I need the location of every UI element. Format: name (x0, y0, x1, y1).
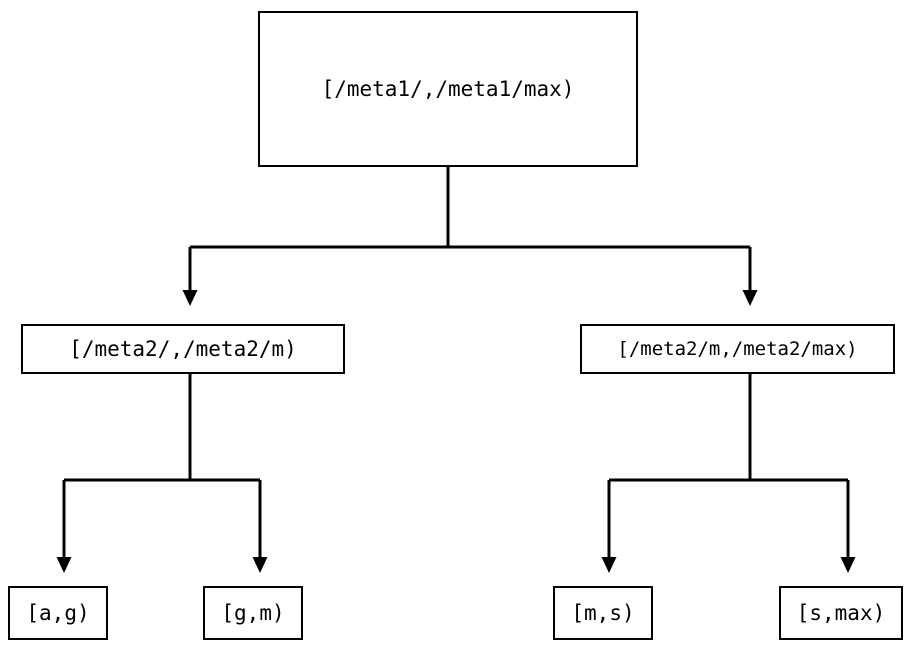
node-leaf-g-m[interactable]: [g,m) (203, 586, 303, 640)
node-root[interactable]: [/meta1/,/meta1/max) (258, 11, 638, 167)
connector-root-arrowhead-right (742, 290, 758, 306)
node-label-mid-left: [/meta2/,/meta2/m) (69, 336, 297, 361)
node-mid-left[interactable]: [/meta2/,/meta2/m) (21, 324, 345, 374)
node-label-mid-right: [/meta2/m,/meta2/max) (617, 337, 858, 360)
node-leaf-m-s[interactable]: [m,s) (553, 586, 653, 640)
node-leaf-a-g[interactable]: [a,g) (8, 586, 108, 640)
connector-mid-left-arrowhead-right (252, 557, 268, 573)
node-label-leaf-a-g: [a,g) (26, 600, 90, 625)
connector-mid-left-arrowhead-left (56, 557, 72, 573)
connector-root-arrowhead-left (182, 290, 198, 306)
node-mid-right[interactable]: [/meta2/m,/meta2/max) (580, 324, 895, 374)
node-label-leaf-g-m: [g,m) (221, 600, 285, 625)
node-label-leaf-m-s: [m,s) (571, 600, 635, 625)
node-label-root: [/meta1/,/meta1/max) (321, 76, 575, 101)
node-label-leaf-s-max: [s,max) (796, 600, 886, 625)
connector-mid-right-arrowhead-right (840, 557, 856, 573)
node-leaf-s-max[interactable]: [s,max) (779, 586, 903, 640)
connector-mid-right-arrowhead-left (601, 557, 617, 573)
